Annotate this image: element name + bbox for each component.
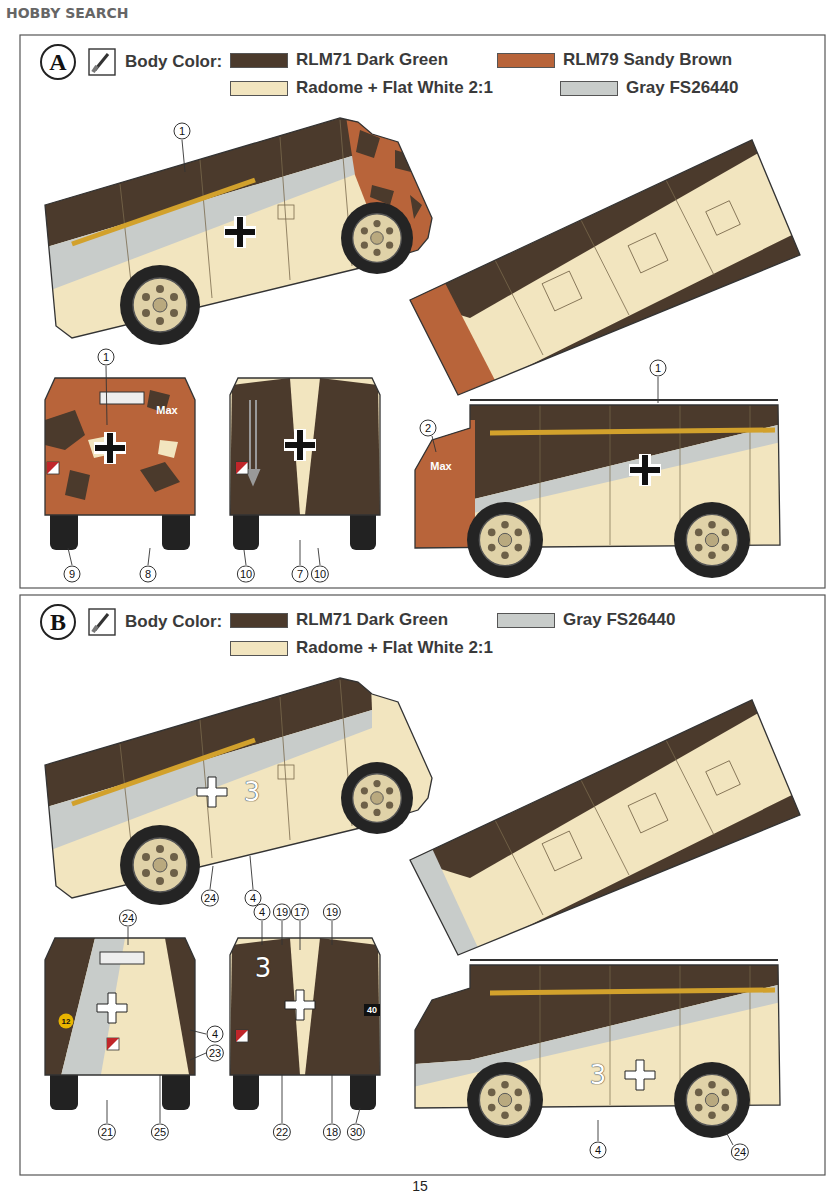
callout-number: 7	[292, 566, 309, 583]
callout-number: 2	[420, 420, 437, 437]
callout-number: 1	[98, 349, 115, 366]
callout-number: 4	[207, 1026, 224, 1043]
callout-number: 10	[311, 566, 329, 583]
color-swatch	[560, 81, 618, 96]
legend-text: RLM79 Sandy Brown	[563, 50, 732, 70]
plate-marking: 40	[364, 1004, 380, 1016]
callout-number: 4	[254, 904, 271, 921]
section-letter-circle: A	[40, 44, 76, 80]
callout-number: 24	[119, 910, 137, 927]
legend-text: Radome + Flat White 2:1	[296, 638, 493, 658]
section-letter: A	[49, 50, 66, 74]
legend-text: Gray FS26440	[626, 78, 738, 98]
color-swatch	[497, 613, 555, 628]
legend-text: Gray FS26440	[563, 610, 675, 630]
vehicle-number-marking: 3	[255, 953, 272, 983]
color-swatch	[230, 641, 288, 656]
callout-number: 19	[323, 904, 341, 921]
body-color-heading: Body Color:	[125, 612, 222, 632]
color-swatch	[230, 81, 288, 96]
color-swatch	[230, 53, 288, 68]
legend-text: RLM71 Dark Green	[296, 50, 448, 70]
legend-text: Radome + Flat White 2:1	[296, 78, 493, 98]
color-swatch	[497, 53, 555, 68]
legend-text: RLM71 Dark Green	[296, 610, 448, 630]
callout-number: 10	[237, 566, 255, 583]
callout-number: 30	[347, 1124, 365, 1141]
vehicle-number-marking: 3	[244, 777, 261, 807]
callout-number: 19	[273, 904, 291, 921]
section-letter: B	[50, 610, 66, 634]
callout-number: 4	[590, 1142, 607, 1159]
callout-number: 22	[273, 1124, 291, 1141]
bridge-class-marking: 12	[59, 1014, 74, 1029]
vehicle-name-marking: Max	[156, 404, 177, 416]
callout-number: 17	[291, 904, 309, 921]
callout-number: 24	[201, 890, 219, 907]
vehicle-name-marking: Max	[430, 460, 451, 472]
callout-number: 9	[64, 566, 81, 583]
watermark: HOBBY SEARCH	[6, 5, 128, 21]
callout-number: 23	[206, 1045, 224, 1062]
callout-number: 24	[731, 1144, 749, 1161]
callout-number: 1	[174, 123, 191, 140]
callout-number: 1	[650, 360, 667, 377]
vehicle-number-marking: 3	[590, 1060, 607, 1090]
callout-number: 18	[323, 1124, 341, 1141]
section-letter-circle: B	[40, 604, 76, 640]
color-swatch	[230, 613, 288, 628]
callout-number: 8	[140, 566, 157, 583]
body-color-heading: Body Color:	[125, 52, 222, 72]
page-number: 15	[412, 1178, 428, 1194]
callout-number: 25	[151, 1124, 169, 1141]
callout-number: 21	[98, 1124, 116, 1141]
